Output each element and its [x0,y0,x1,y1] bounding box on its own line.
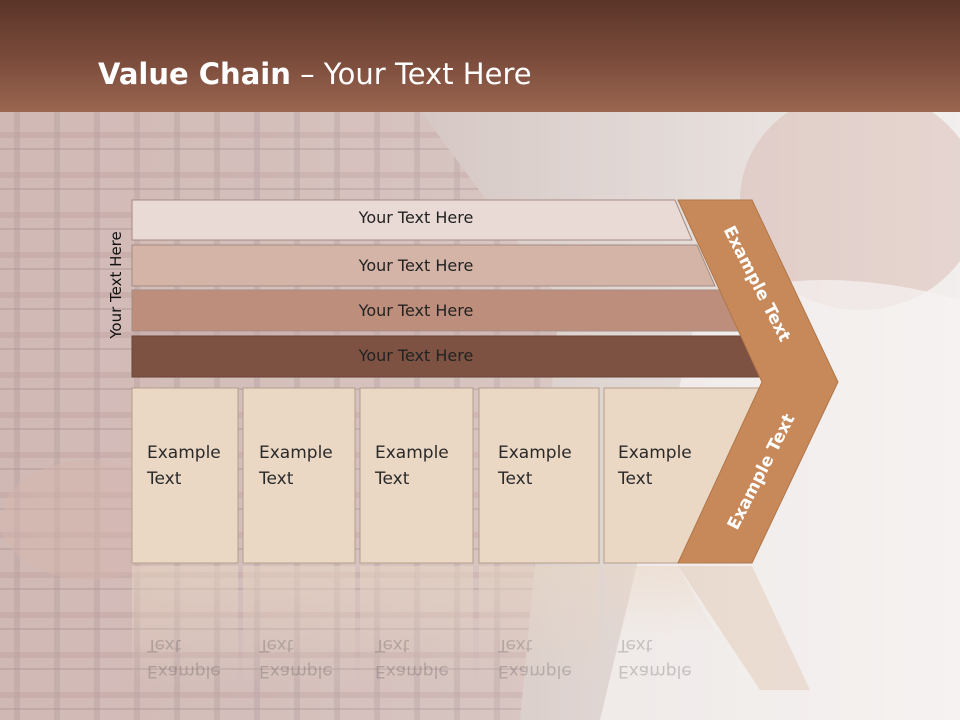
row-label-4: Your Text Here [358,346,474,365]
row-bar-1 [131,199,693,241]
column-box-3 [359,387,474,564]
row-bar-2 [131,244,716,287]
header-bar [0,0,960,112]
row-label-2: Your Text Here [358,256,474,275]
row-label-3: Your Text Here [358,301,474,320]
row-label-1: Your Text Here [358,208,474,227]
column-box-2 [242,387,356,564]
side-label: Your Text Here [107,231,125,339]
column-box-4 [478,387,600,564]
page-title: Value Chain – Your Text Here [98,57,532,91]
chevron-arrow [677,199,839,564]
column-box-1 [131,387,239,564]
